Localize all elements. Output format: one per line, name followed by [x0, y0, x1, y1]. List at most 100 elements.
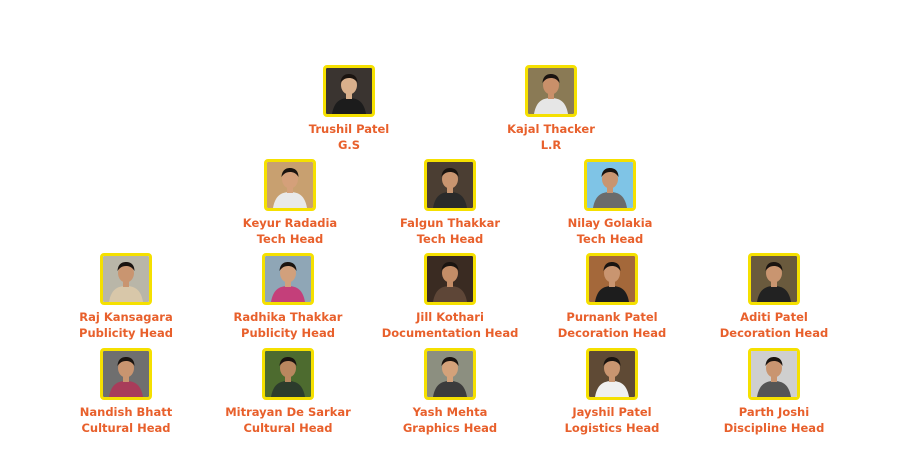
- portrait-hair: [765, 262, 783, 271]
- portrait-icon: [103, 351, 149, 397]
- portrait-hair: [279, 357, 297, 366]
- portrait-hair: [441, 357, 459, 366]
- member-name: Aditi Patel: [740, 310, 808, 324]
- portrait-hair: [542, 74, 560, 83]
- member-card-aditi-patel: Aditi Patel Decoration Head: [684, 253, 864, 341]
- portrait-hair: [603, 262, 621, 271]
- member-card-nilay-golakia: Nilay Golakia Tech Head: [520, 159, 700, 247]
- person-photo-icon: [262, 253, 314, 305]
- portrait-head: [280, 263, 296, 283]
- portrait-hair: [340, 74, 358, 83]
- member-role: Decoration Head: [557, 326, 667, 340]
- portrait-icon: [751, 256, 797, 302]
- portrait-shoulders: [109, 381, 143, 397]
- member-card-parth-joshi: Parth Joshi Discipline Head: [684, 348, 864, 436]
- portrait-head: [341, 75, 357, 95]
- member-card-yash-mehta: Yash Mehta Graphics Head: [360, 348, 540, 436]
- person-photo-icon: [748, 348, 800, 400]
- member-card-jill-kothari: Jill Kothari Documentation Head: [360, 253, 540, 341]
- portrait-icon: [589, 351, 635, 397]
- portrait-head: [118, 263, 134, 283]
- portrait-neck: [607, 186, 613, 193]
- portrait-head: [604, 263, 620, 283]
- portrait-neck: [548, 92, 554, 99]
- person-photo-icon: [323, 65, 375, 117]
- member-card-purnank-patel: Purnank Patel Decoration Head: [522, 253, 702, 341]
- member-name: Nandish Bhatt: [79, 405, 173, 419]
- person-photo-icon: [100, 348, 152, 400]
- portrait-shoulders: [332, 98, 366, 114]
- member-name: Kajal Thacker: [507, 122, 595, 136]
- portrait-icon: [427, 162, 473, 208]
- portrait-hair: [281, 168, 299, 177]
- member-role: G.S: [337, 138, 361, 152]
- member-role: Tech Head: [416, 232, 484, 246]
- portrait-neck: [123, 280, 129, 287]
- member-role: L.R: [540, 138, 562, 152]
- portrait-shoulders: [595, 381, 629, 397]
- member-name: Yash Mehta: [412, 405, 488, 419]
- member-role: Discipline Head: [723, 421, 825, 435]
- portrait-neck: [447, 186, 453, 193]
- portrait-hair: [279, 262, 297, 271]
- portrait-head: [442, 263, 458, 283]
- member-role: Tech Head: [576, 232, 644, 246]
- portrait-shoulders: [595, 286, 629, 302]
- member-card-jayshil-patel: Jayshil Patel Logistics Head: [522, 348, 702, 436]
- portrait-head: [442, 169, 458, 189]
- member-role: Cultural Head: [243, 421, 333, 435]
- member-name: Mitrayan De Sarkar: [225, 405, 351, 419]
- member-name: Keyur Radadia: [242, 216, 338, 230]
- portrait-neck: [609, 280, 615, 287]
- portrait-shoulders: [757, 286, 791, 302]
- person-photo-icon: [748, 253, 800, 305]
- person-photo-icon: [262, 348, 314, 400]
- portrait-head: [543, 75, 559, 95]
- member-card-trushil-patel: Trushil Patel G.S: [259, 65, 439, 153]
- member-card-mitrayan-de-sarkar: Mitrayan De Sarkar Cultural Head: [198, 348, 378, 436]
- portrait-hair: [117, 357, 135, 366]
- portrait-neck: [285, 375, 291, 382]
- member-role: Cultural Head: [81, 421, 171, 435]
- portrait-hair: [441, 262, 459, 271]
- portrait-hair: [601, 168, 619, 177]
- portrait-hair: [117, 262, 135, 271]
- portrait-icon: [265, 256, 311, 302]
- member-name: Purnank Patel: [566, 310, 658, 324]
- portrait-shoulders: [109, 286, 143, 302]
- member-name: Nilay Golakia: [567, 216, 653, 230]
- person-photo-icon: [525, 65, 577, 117]
- portrait-icon: [589, 256, 635, 302]
- member-role: Logistics Head: [564, 421, 660, 435]
- portrait-head: [118, 358, 134, 378]
- portrait-head: [766, 358, 782, 378]
- member-card-keyur-radadia: Keyur Radadia Tech Head: [200, 159, 380, 247]
- person-photo-icon: [100, 253, 152, 305]
- portrait-head: [282, 169, 298, 189]
- portrait-icon: [103, 256, 149, 302]
- member-name: Trushil Patel: [308, 122, 390, 136]
- person-photo-icon: [424, 159, 476, 211]
- member-role: Graphics Head: [402, 421, 498, 435]
- portrait-shoulders: [593, 192, 627, 208]
- portrait-icon: [326, 68, 372, 114]
- portrait-icon: [427, 256, 473, 302]
- portrait-shoulders: [271, 381, 305, 397]
- portrait-shoulders: [433, 381, 467, 397]
- person-photo-icon: [264, 159, 316, 211]
- member-name: Falgun Thakkar: [399, 216, 500, 230]
- person-photo-icon: [424, 253, 476, 305]
- portrait-neck: [609, 375, 615, 382]
- member-name: Jill Kothari: [416, 310, 484, 324]
- member-name: Parth Joshi: [738, 405, 810, 419]
- person-photo-icon: [584, 159, 636, 211]
- person-photo-icon: [586, 253, 638, 305]
- member-card-radhika-thakkar: Radhika Thakkar Publicity Head: [198, 253, 378, 341]
- person-photo-icon: [586, 348, 638, 400]
- portrait-shoulders: [433, 286, 467, 302]
- portrait-shoulders: [271, 286, 305, 302]
- portrait-hair: [603, 357, 621, 366]
- portrait-neck: [771, 280, 777, 287]
- portrait-shoulders: [273, 192, 307, 208]
